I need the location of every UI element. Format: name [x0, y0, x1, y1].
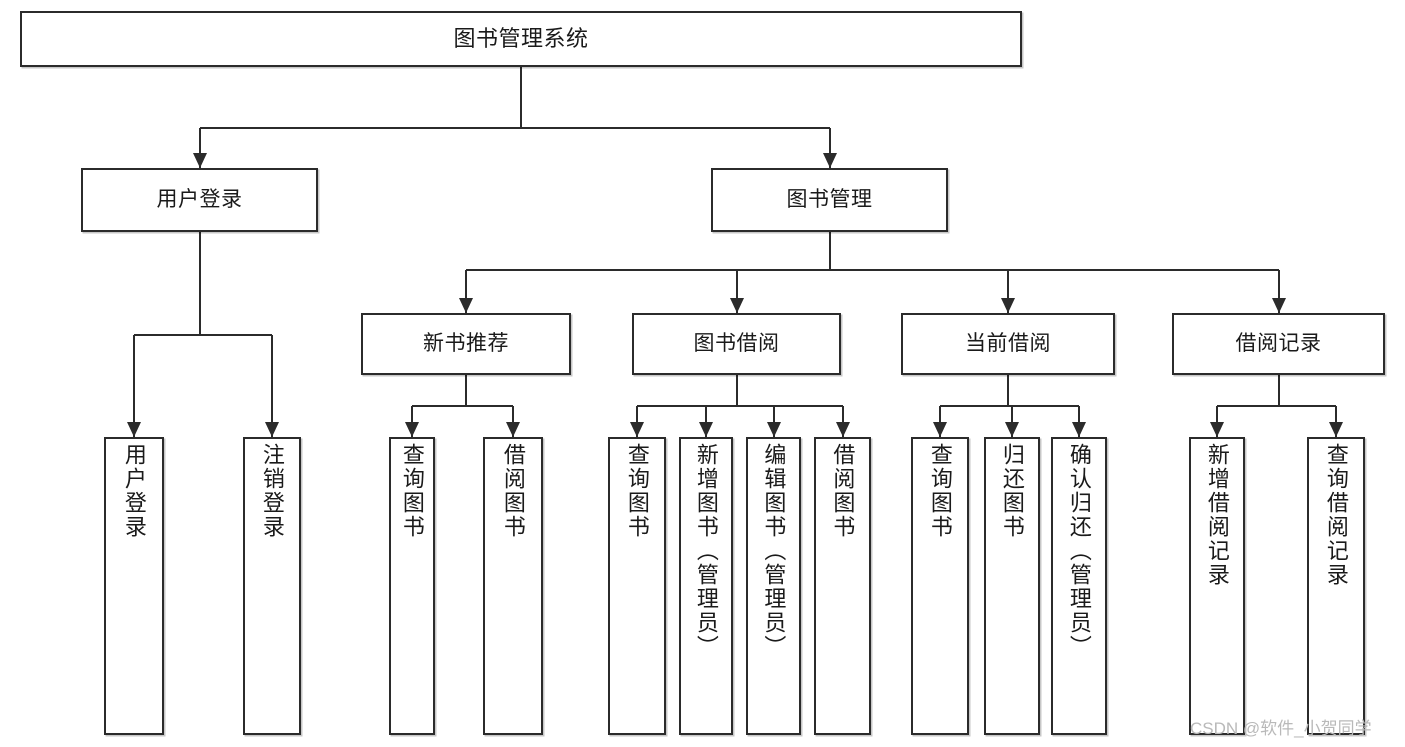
- connector-bar-level2: [466, 269, 1279, 271]
- connector-to-借阅记录: [1277, 270, 1280, 313]
- node-leaf-12-查询借阅记录-label: 查询借阅记录: [1323, 443, 1349, 587]
- arrow-head-icon: [1072, 422, 1086, 437]
- connector-to-图书管理: [828, 128, 831, 168]
- connector-to-leaf: [1335, 406, 1337, 437]
- arrow-head-icon: [835, 422, 850, 437]
- node-leaf-3-借阅图书[interactable]: 借阅图书: [483, 437, 543, 735]
- node-level2-新书推荐-label: 新书推荐: [423, 331, 509, 355]
- connector-to-用户登录: [198, 128, 201, 168]
- node-leaf-11-新增借阅记录[interactable]: 新增借阅记录: [1189, 437, 1245, 735]
- arrow-head-icon: [459, 298, 473, 313]
- connector-stem-当前借阅: [1007, 375, 1009, 406]
- connector-bar-用户登录: [134, 334, 272, 336]
- node-leaf-9-归还图书-label: 归还图书: [999, 443, 1025, 539]
- node-leaf-1-注销登录-label: 注销登录: [259, 443, 285, 539]
- connector-stem-借阅记录: [1277, 375, 1280, 406]
- arrow-head-icon: [1271, 298, 1286, 313]
- connector-root-stem: [520, 67, 522, 128]
- node-level2-借阅记录-label: 借阅记录: [1235, 331, 1322, 355]
- connector-to-leaf: [841, 406, 844, 437]
- connector-to-leaf: [705, 406, 707, 437]
- node-leaf-3-借阅图书-label: 借阅图书: [500, 443, 526, 539]
- connector-to-leaf: [133, 335, 135, 437]
- arrow-head-icon: [405, 422, 419, 437]
- connector-bar-图书借阅: [637, 405, 843, 407]
- node-leaf-8-查询图书-label: 查询图书: [927, 443, 953, 539]
- connector-to-leaf: [512, 406, 514, 437]
- arrow-head-icon: [192, 153, 207, 168]
- node-level1-用户登录[interactable]: 用户登录: [81, 168, 318, 232]
- node-leaf-4-查询图书-label: 查询图书: [624, 443, 650, 539]
- node-leaf-2-查询图书-label: 查询图书: [399, 443, 425, 539]
- connector-to-leaf: [1216, 406, 1218, 437]
- connector-bar-当前借阅: [940, 405, 1079, 407]
- node-level1-用户登录-label: 用户登录: [156, 187, 243, 211]
- node-leaf-6-编辑图书管理员[interactable]: 编辑图书（管理员）: [746, 437, 801, 735]
- node-level2-借阅记录[interactable]: 借阅记录: [1172, 313, 1385, 375]
- node-leaf-10-确认归还管理员[interactable]: 确认归还（管理员）: [1051, 437, 1107, 735]
- arrow-head-icon: [1005, 422, 1019, 437]
- arrow-head-icon: [933, 422, 947, 437]
- node-leaf-5-新增图书管理员-label: 新增图书（管理员）: [693, 443, 719, 659]
- node-leaf-0-用户登录[interactable]: 用户登录: [104, 437, 164, 735]
- connector-to-leaf: [772, 406, 775, 437]
- node-leaf-0-用户登录-label: 用户登录: [121, 443, 147, 539]
- connector-to-leaf: [411, 406, 413, 437]
- connector-to-图书借阅: [735, 270, 738, 313]
- node-leaf-8-查询图书[interactable]: 查询图书: [911, 437, 969, 735]
- node-leaf-11-新增借阅记录-label: 新增借阅记录: [1204, 443, 1230, 587]
- arrow-head-icon: [127, 422, 141, 437]
- arrow-head-icon: [630, 422, 644, 437]
- node-leaf-5-新增图书管理员[interactable]: 新增图书（管理员）: [679, 437, 733, 735]
- node-leaf-7-借阅图书[interactable]: 借阅图书: [814, 437, 871, 735]
- node-root-system[interactable]: 图书管理系统: [20, 11, 1022, 67]
- node-level2-图书借阅-label: 图书借阅: [693, 331, 780, 355]
- node-level2-当前借阅-label: 当前借阅: [965, 331, 1051, 355]
- node-leaf-12-查询借阅记录[interactable]: 查询借阅记录: [1307, 437, 1365, 735]
- connector-stem-用户登录: [198, 232, 201, 335]
- connector-to-新书推荐: [465, 270, 467, 313]
- connector-bar-借阅记录: [1217, 405, 1336, 407]
- node-level1-图书管理-label: 图书管理: [786, 187, 873, 211]
- node-level2-新书推荐[interactable]: 新书推荐: [361, 313, 571, 375]
- node-leaf-7-借阅图书-label: 借阅图书: [830, 443, 856, 539]
- node-leaf-4-查询图书[interactable]: 查询图书: [608, 437, 666, 735]
- arrow-head-icon: [1210, 422, 1224, 437]
- connector-to-leaf: [1011, 406, 1013, 437]
- connector-stem-book-management: [828, 232, 831, 270]
- arrow-head-icon: [766, 422, 781, 437]
- connector-stem-新书推荐: [465, 375, 467, 406]
- connector-to-leaf: [939, 406, 941, 437]
- arrow-head-icon: [699, 422, 713, 437]
- connector-to-leaf: [1078, 406, 1080, 437]
- node-root-system-label: 图书管理系统: [453, 26, 589, 52]
- node-leaf-1-注销登录[interactable]: 注销登录: [243, 437, 301, 735]
- node-level2-图书借阅[interactable]: 图书借阅: [632, 313, 841, 375]
- connector-bar-level1: [199, 127, 830, 129]
- node-leaf-10-确认归还管理员-label: 确认归还（管理员）: [1066, 443, 1092, 659]
- connector-to-当前借阅: [1007, 270, 1009, 313]
- arrow-head-icon: [506, 422, 520, 437]
- arrow-head-icon: [729, 298, 744, 313]
- arrow-head-icon: [1329, 422, 1343, 437]
- connector-bar-新书推荐: [412, 405, 513, 407]
- connector-stem-图书借阅: [735, 375, 738, 406]
- node-level2-当前借阅[interactable]: 当前借阅: [901, 313, 1115, 375]
- arrow-head-icon: [265, 422, 279, 437]
- node-leaf-2-查询图书[interactable]: 查询图书: [389, 437, 435, 735]
- arrow-head-icon: [822, 153, 837, 168]
- node-leaf-9-归还图书[interactable]: 归还图书: [984, 437, 1040, 735]
- node-level1-图书管理[interactable]: 图书管理: [711, 168, 948, 232]
- node-leaf-6-编辑图书管理员-label: 编辑图书（管理员）: [761, 443, 787, 659]
- arrow-head-icon: [1001, 298, 1015, 313]
- connector-to-leaf: [271, 335, 273, 437]
- connector-to-leaf: [636, 406, 638, 437]
